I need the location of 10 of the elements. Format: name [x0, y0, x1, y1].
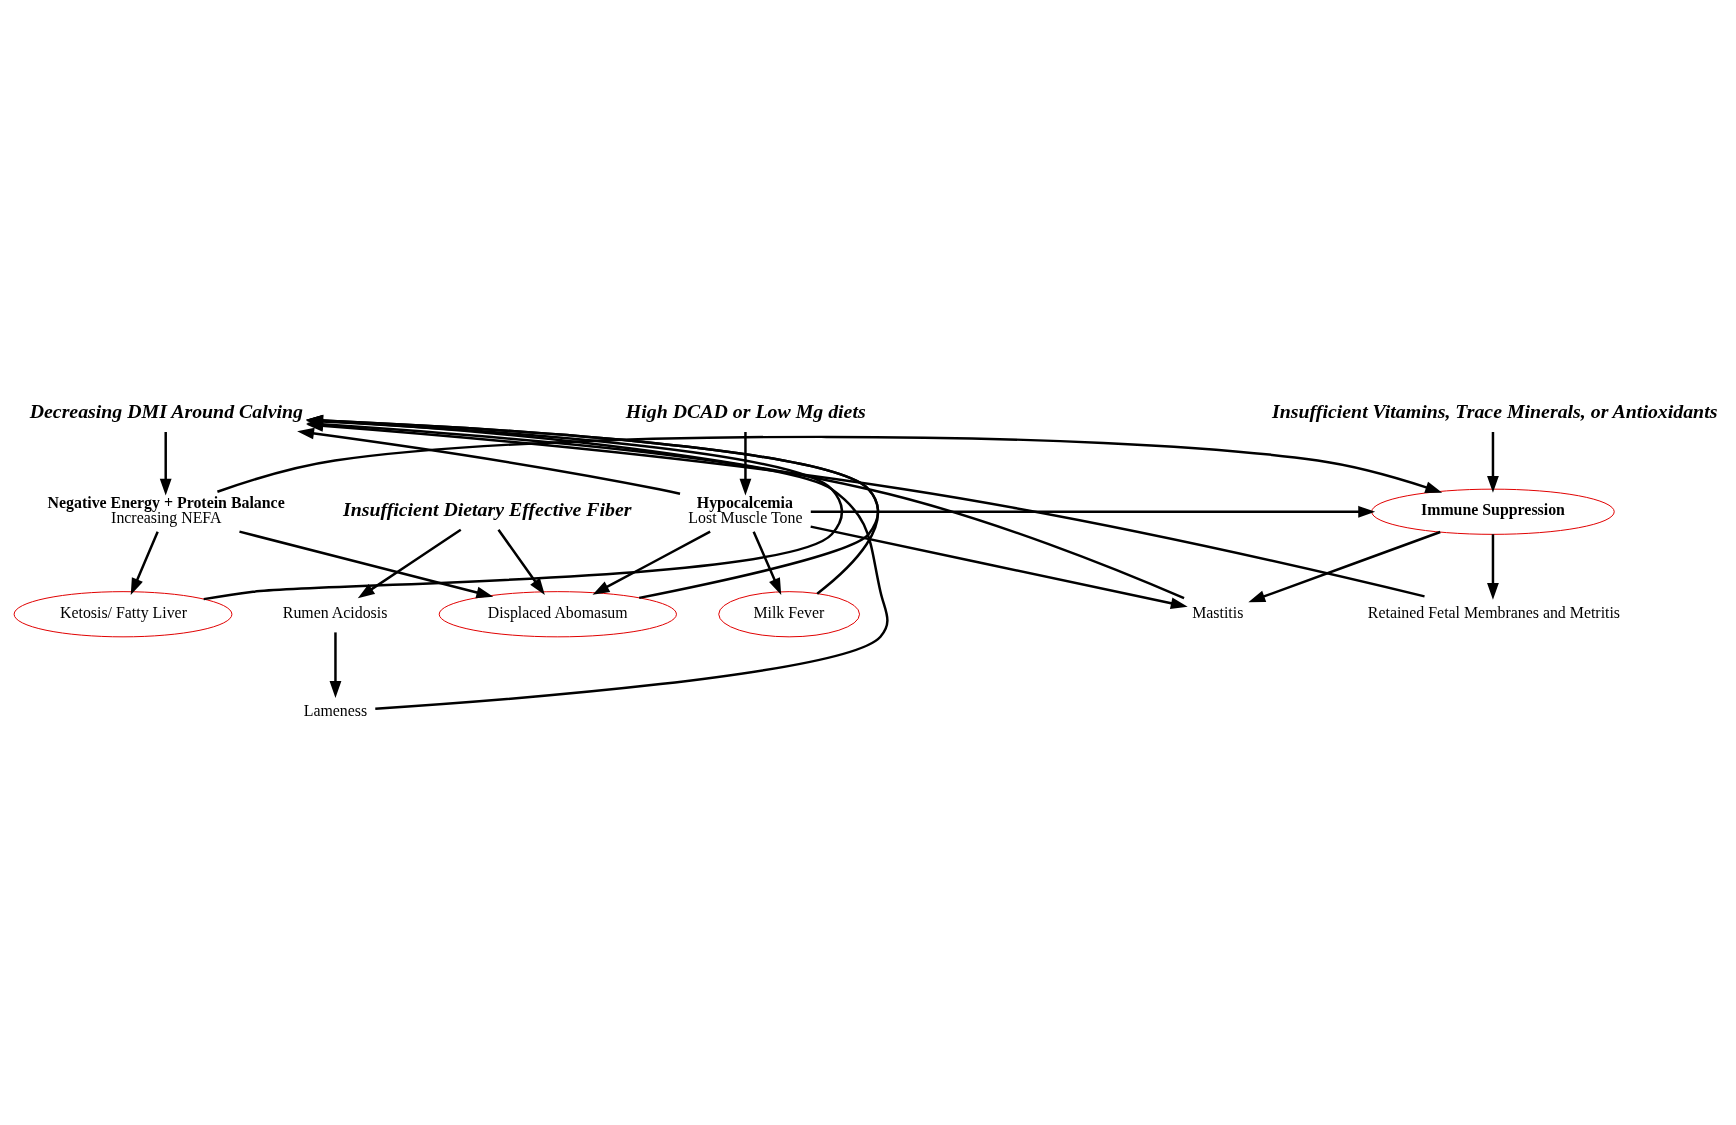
node-text: Insufficient Dietary Effective Fiber [342, 497, 632, 520]
node-text: Hypocalcemia Lost Muscle Tone [688, 493, 803, 526]
node-text: Decreasing DMI Around Calving [29, 399, 303, 422]
node-text: Negative Energy + Protein Balance Increasing NEFA [47, 493, 285, 526]
node-text: Insufficient Vitamins, Trace Minerals, or Antioxidants [1272, 399, 1718, 422]
node-text: Rumen Acidosis [282, 603, 388, 621]
node-text: Lameness [303, 701, 368, 719]
node-text: High DCAD or Low Mg diets [625, 399, 866, 422]
node-text: Retained Fetal Membranes and Metritis [1367, 603, 1621, 621]
node-text: Mastitis [1192, 603, 1244, 621]
